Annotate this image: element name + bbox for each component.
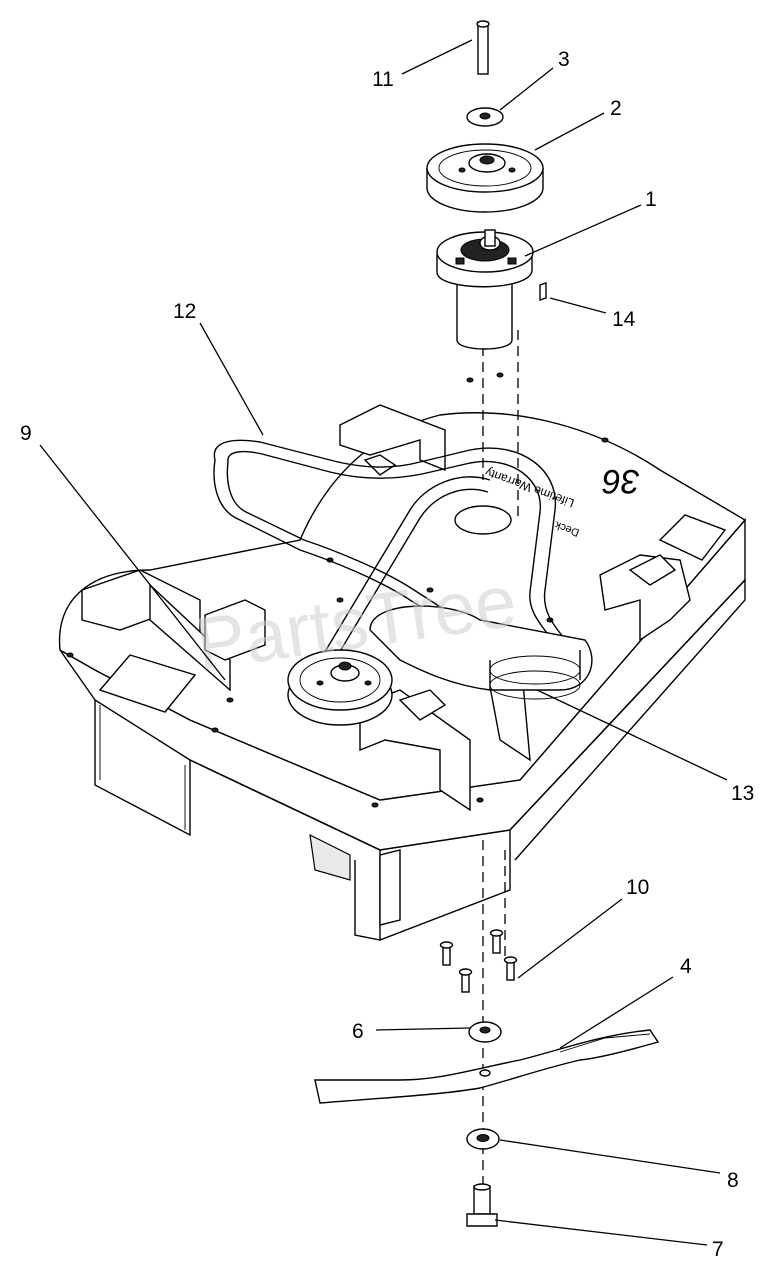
callout-3: 3 xyxy=(558,48,570,71)
washer-3 xyxy=(466,107,504,127)
deck-pulley-13 xyxy=(369,605,593,700)
callout-7: 7 xyxy=(712,1238,724,1261)
callout-labels: 11 3 2 1 14 12 9 13 10 4 6 8 7 xyxy=(20,48,754,1261)
callout-11: 11 xyxy=(372,68,394,91)
callout-1: 1 xyxy=(645,188,657,211)
idler-pulley xyxy=(287,649,393,726)
callout-13: 13 xyxy=(731,782,754,805)
assembly-centerlines xyxy=(482,330,519,1200)
bolt-7 xyxy=(466,1183,498,1227)
drive-belt xyxy=(213,439,576,676)
blade-4 xyxy=(314,1029,660,1104)
washer-8 xyxy=(466,1128,500,1150)
callout-8: 8 xyxy=(727,1169,739,1192)
callout-14: 14 xyxy=(612,308,636,331)
callout-10: 10 xyxy=(626,876,649,899)
screws-10 xyxy=(439,929,518,993)
spindle-pulley-2 xyxy=(426,143,544,213)
washer-6 xyxy=(468,1021,502,1043)
deck-brackets xyxy=(81,404,691,926)
bolt-11 xyxy=(476,20,490,75)
key-14 xyxy=(539,282,547,301)
deck-size-label: 36 xyxy=(602,462,640,500)
callout-4: 4 xyxy=(680,955,692,978)
leader-lines xyxy=(39,39,728,1246)
callout-6: 6 xyxy=(352,1020,364,1043)
callout-9: 9 xyxy=(20,422,32,445)
spindle-housing-1 xyxy=(436,229,534,350)
callout-2: 2 xyxy=(610,97,622,120)
mower-deck: 36 Lifetime Warranty Deck xyxy=(58,372,747,941)
callout-12: 12 xyxy=(173,300,196,323)
